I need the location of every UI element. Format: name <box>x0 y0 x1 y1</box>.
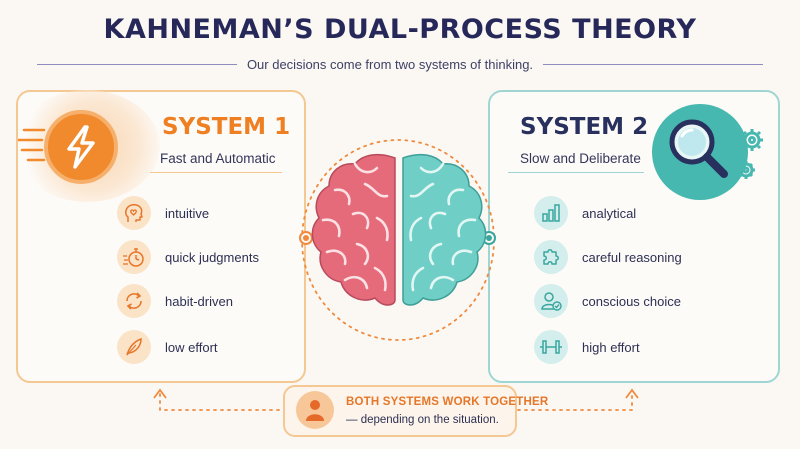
system2-item-careful-reasoning: careful reasoning <box>534 240 682 274</box>
cycle-arrows-icon <box>117 284 151 318</box>
system2-item-label: high effort <box>582 339 640 355</box>
system1-item-quick-judgments: quick judgments <box>117 240 259 274</box>
system1-item-label: low effort <box>165 339 218 355</box>
system2-item-label: conscious choice <box>582 293 681 309</box>
system1-item-low-effort: low effort <box>117 330 218 364</box>
footer-sub-text: — depending on the situation. <box>346 414 499 426</box>
subtitle-divider-left <box>36 63 237 65</box>
subtitle-row: Our decisions come from two systems of t… <box>0 54 800 74</box>
gears-icon <box>737 129 763 179</box>
system1-item-label: habit-driven <box>165 293 233 309</box>
feather-icon <box>117 330 151 364</box>
stopwatch-icon <box>117 240 151 274</box>
brain-icon <box>311 153 487 306</box>
system1-title: SYSTEM 1 <box>162 114 291 140</box>
page-subtitle: Our decisions come from two systems of t… <box>246 56 534 72</box>
bar-chart-icon <box>534 196 568 230</box>
system2-subtitle: Slow and Deliberate <box>520 151 641 166</box>
speed-lines-icon <box>18 128 46 162</box>
head-heart-icon <box>117 196 151 230</box>
system1-item-label: quick judgments <box>165 249 259 265</box>
puzzle-icon <box>534 240 568 274</box>
lightning-bolt-icon <box>44 110 118 184</box>
system2-title: SYSTEM 2 <box>520 114 649 140</box>
system2-item-analytical: analytical <box>534 196 636 230</box>
person-icon <box>296 391 334 429</box>
system2-item-label: analytical <box>582 205 637 221</box>
system2-item-high-effort: high effort <box>534 330 640 364</box>
footer-main-text: BOTH SYSTEMS WORK TOGETHER <box>346 396 549 408</box>
system1-subtitle: Fast and Automatic <box>160 151 276 166</box>
system1-item-intuitive: intuitive <box>117 196 209 230</box>
page-title: KAHNEMAN’S DUAL-PROCESS THEORY <box>103 14 697 45</box>
subtitle-divider-right <box>543 63 764 65</box>
system2-divider <box>508 172 644 173</box>
magnifier-icon <box>669 119 728 178</box>
system1-item-label: intuitive <box>165 205 210 221</box>
person-check-icon <box>534 284 568 318</box>
system1-item-habit-driven: habit-driven <box>117 284 233 318</box>
system2-item-conscious-choice: conscious choice <box>534 284 681 318</box>
system1-divider <box>150 172 282 173</box>
dumbbell-icon <box>534 330 568 364</box>
system2-item-label: careful reasoning <box>582 249 682 265</box>
